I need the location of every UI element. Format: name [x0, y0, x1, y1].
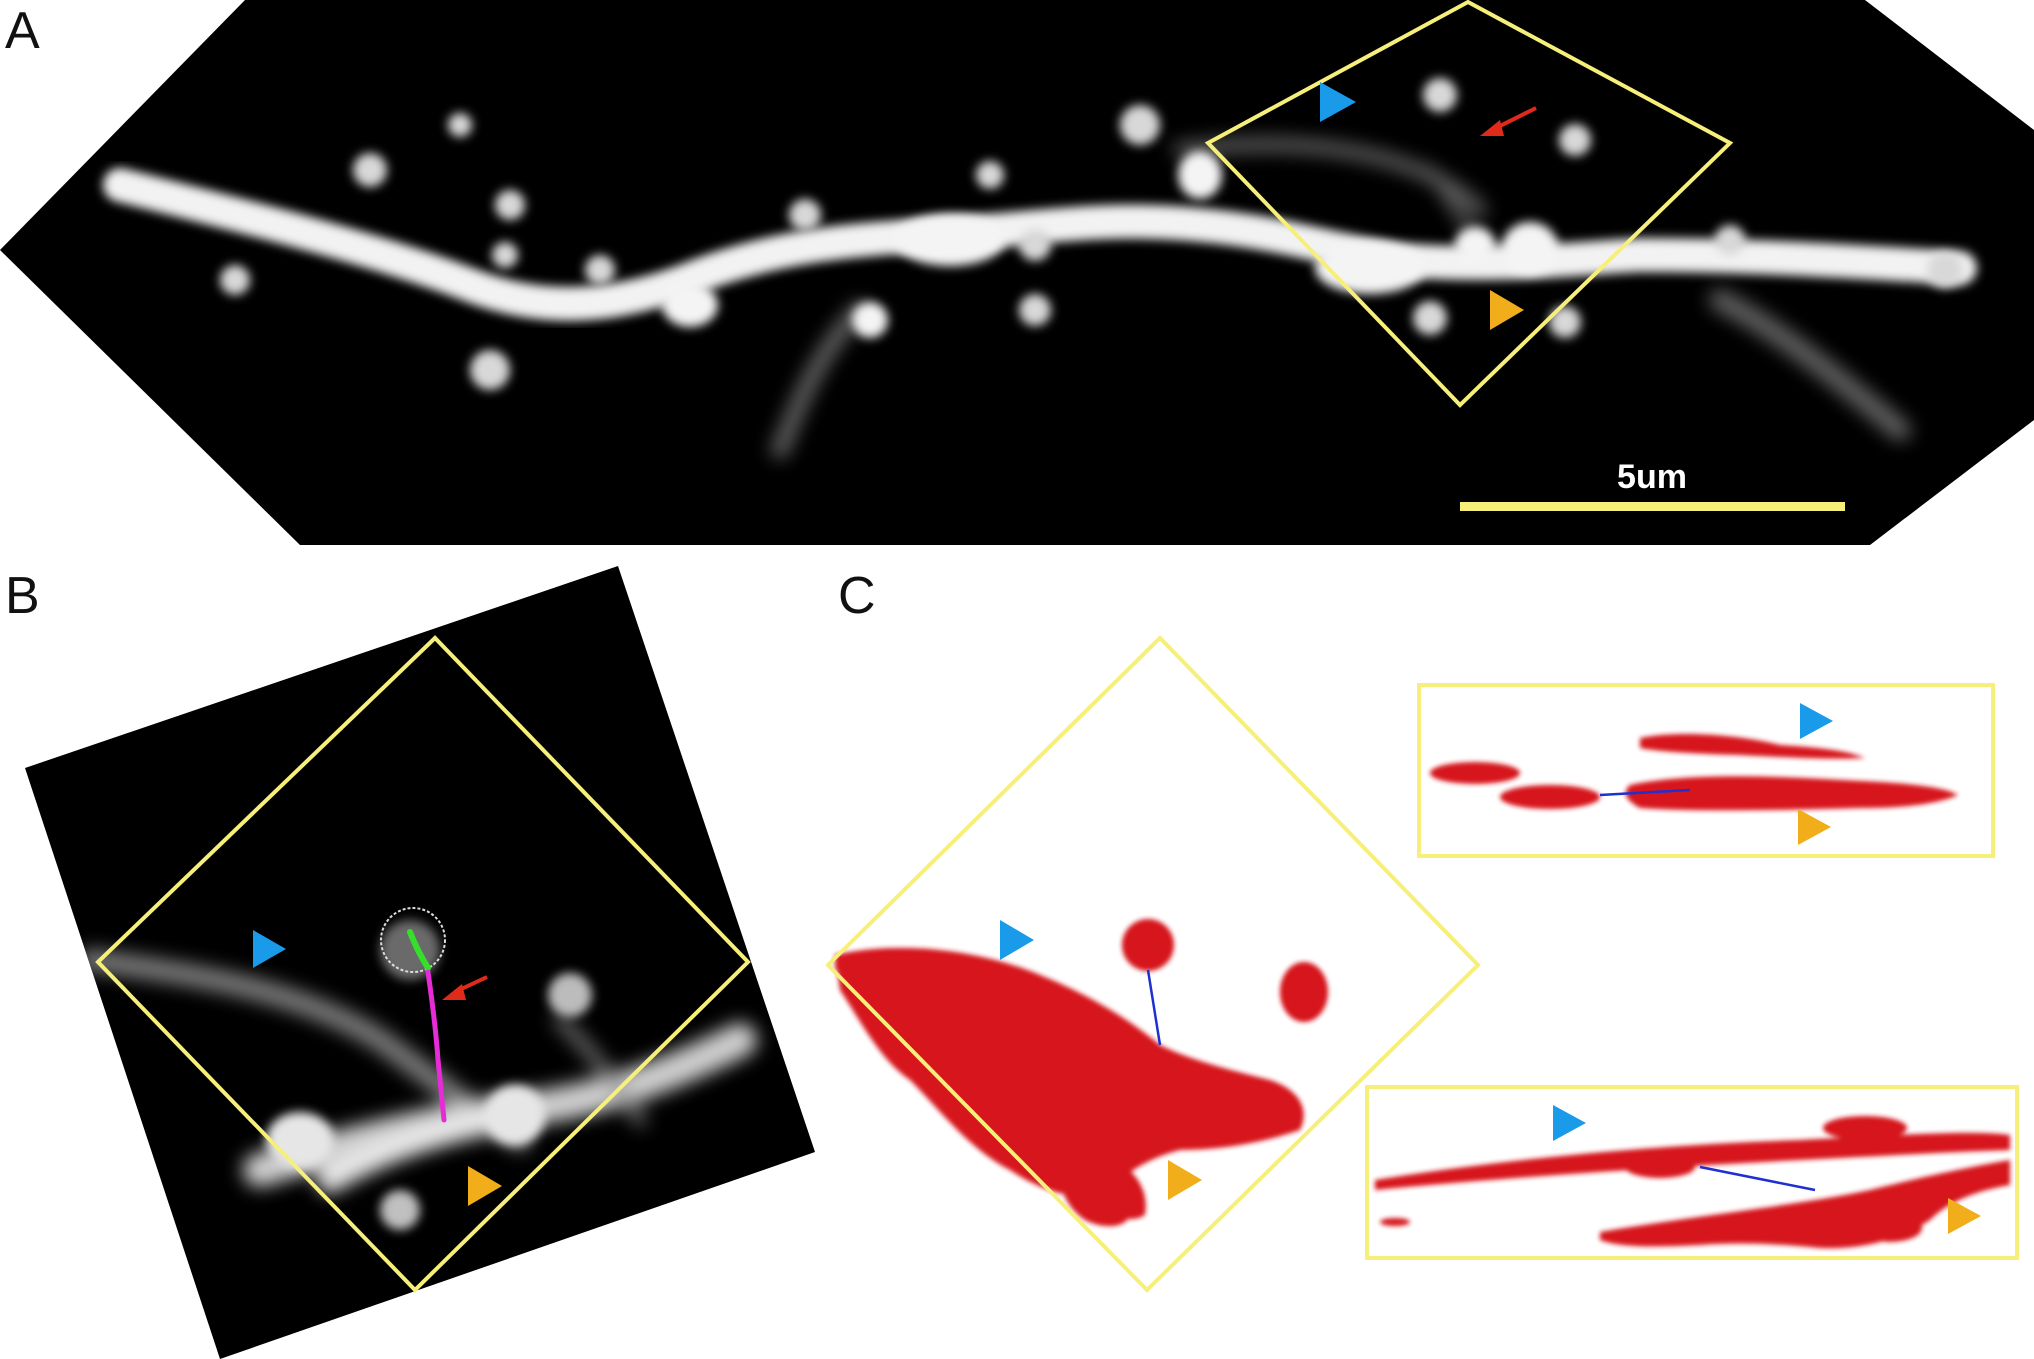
panel-c-side-view-bottom — [1365, 1085, 2019, 1260]
blue-arrowhead-b — [253, 930, 286, 968]
spine-head-trace — [407, 929, 431, 971]
panel-a-dendrite-image — [103, 78, 1977, 459]
panel-c-diamond-view — [825, 635, 1481, 1293]
panel-b: B — [5, 566, 815, 1359]
red-arrow-a — [1480, 106, 1537, 136]
spine-neck-line-bottom — [1699, 1165, 1816, 1192]
surface-reconstruction-diamond — [835, 919, 1328, 1227]
panel-b-roi-box — [95, 635, 751, 1293]
panel-c: C — [825, 567, 2019, 1293]
blue-arrowhead-a — [1320, 82, 1356, 122]
orange-arrowhead-a — [1490, 290, 1524, 330]
orange-arrowhead-c-top — [1798, 809, 1831, 845]
panel-label-b: B — [5, 567, 40, 625]
panel-c-side-view-top — [1417, 683, 1995, 858]
orange-arrowhead-b — [468, 1166, 502, 1206]
panel-c-side-view-bottom-box — [1365, 1085, 2019, 1260]
scale-bar-label: 5um — [1617, 458, 1687, 496]
spine-neck-trace — [425, 969, 447, 1123]
panel-a: A — [0, 0, 2034, 545]
panel-a-roi-box — [1204, 0, 1734, 408]
red-arrow-b — [442, 975, 488, 1000]
blue-arrowhead-c-bottom — [1553, 1105, 1586, 1141]
panel-label-c: C — [838, 567, 876, 625]
blue-arrowhead-c-diamond — [1000, 920, 1034, 960]
panel-c-diamond-roi-box — [825, 635, 1481, 1293]
spine-neck-line-top — [1599, 788, 1691, 797]
dendrite-shaft — [103, 168, 1977, 321]
panel-b-zoomed-image — [79, 920, 757, 1230]
panel-a-micrograph-background — [0, 0, 2034, 545]
scale-bar — [1460, 502, 1845, 511]
panel-label-a: A — [5, 2, 40, 60]
spine-head-outline — [380, 907, 446, 973]
panel-c-side-view-top-box — [1417, 683, 1995, 858]
orange-arrowhead-c-bottom — [1948, 1198, 1981, 1234]
spine-neck-line-diamond — [1146, 969, 1162, 1046]
orange-arrowhead-c-diamond — [1168, 1160, 1202, 1200]
blue-arrowhead-c-top — [1800, 703, 1833, 739]
